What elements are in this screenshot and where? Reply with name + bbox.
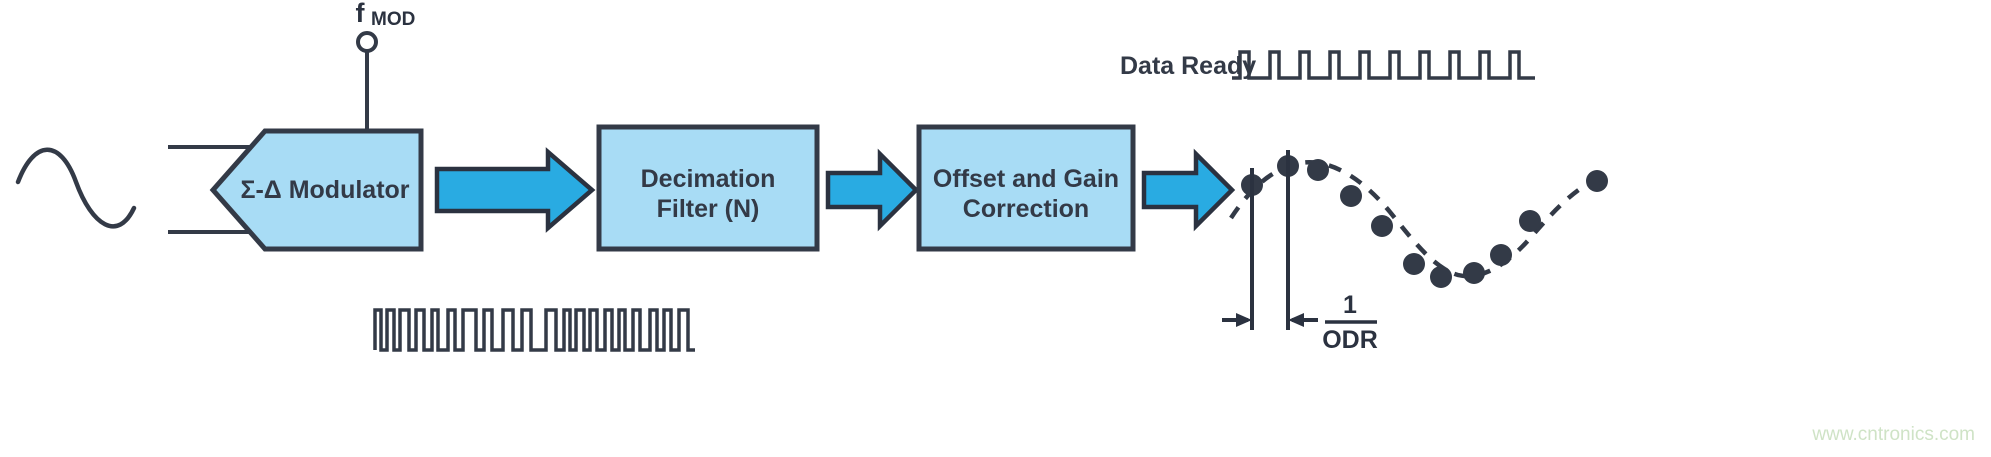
fmod-clock-input: f MOD: [356, 0, 415, 131]
data-ready-group: Data Ready: [1120, 50, 1535, 80]
odr-numerator: 1: [1343, 291, 1357, 319]
fmod-label-main: f: [356, 0, 366, 28]
modulator-bitstream-waveform: [373, 308, 695, 352]
block-decimation-filter[interactable]: Decimation Filter (N): [596, 124, 820, 252]
decimation-shape: [596, 124, 820, 252]
sampled-output-waveform: [1229, 150, 1608, 330]
data-ready-label: Data Ready: [1120, 52, 1256, 80]
sample-dot: [1586, 170, 1608, 192]
sample-dot: [1519, 210, 1541, 232]
sample-dots: [1241, 155, 1608, 288]
modulator-shape: [209, 128, 424, 252]
decimation-label-line2: Filter (N): [657, 195, 760, 223]
sample-dot: [1340, 185, 1362, 207]
arrow-correction-to-output: [1141, 148, 1236, 232]
sample-dot: [1463, 262, 1485, 284]
fmod-label-subscript: MOD: [371, 9, 415, 30]
site-watermark: www.cntronics.com: [1811, 424, 1975, 445]
fmod-terminal-circle: [356, 31, 378, 53]
arrow-modulator-to-decimation: [434, 147, 596, 233]
odr-dimension-annotation: 1 ODR: [1222, 291, 1378, 354]
correction-label-line2: Correction: [963, 195, 1089, 223]
sample-dot: [1490, 244, 1512, 266]
decimation-label-line1: Decimation: [641, 165, 776, 193]
sample-dot: [1430, 266, 1452, 288]
correction-label-line1: Offset and Gain: [933, 165, 1119, 193]
sample-dot: [1371, 215, 1393, 237]
arrow-decimation-to-correction: [825, 148, 920, 232]
block-offset-gain-correction[interactable]: Offset and Gain Correction: [916, 124, 1136, 252]
sample-dot: [1403, 253, 1425, 275]
odr-denominator: ODR: [1322, 326, 1378, 354]
correction-shape: [916, 124, 1136, 252]
block-modulator[interactable]: Σ-Δ Modulator: [209, 128, 424, 252]
modulator-label: Σ-Δ Modulator: [240, 176, 409, 204]
data-ready-pulse-train: [1232, 50, 1535, 80]
input-sine-waveform: [15, 147, 137, 229]
sample-dot: [1307, 159, 1329, 181]
